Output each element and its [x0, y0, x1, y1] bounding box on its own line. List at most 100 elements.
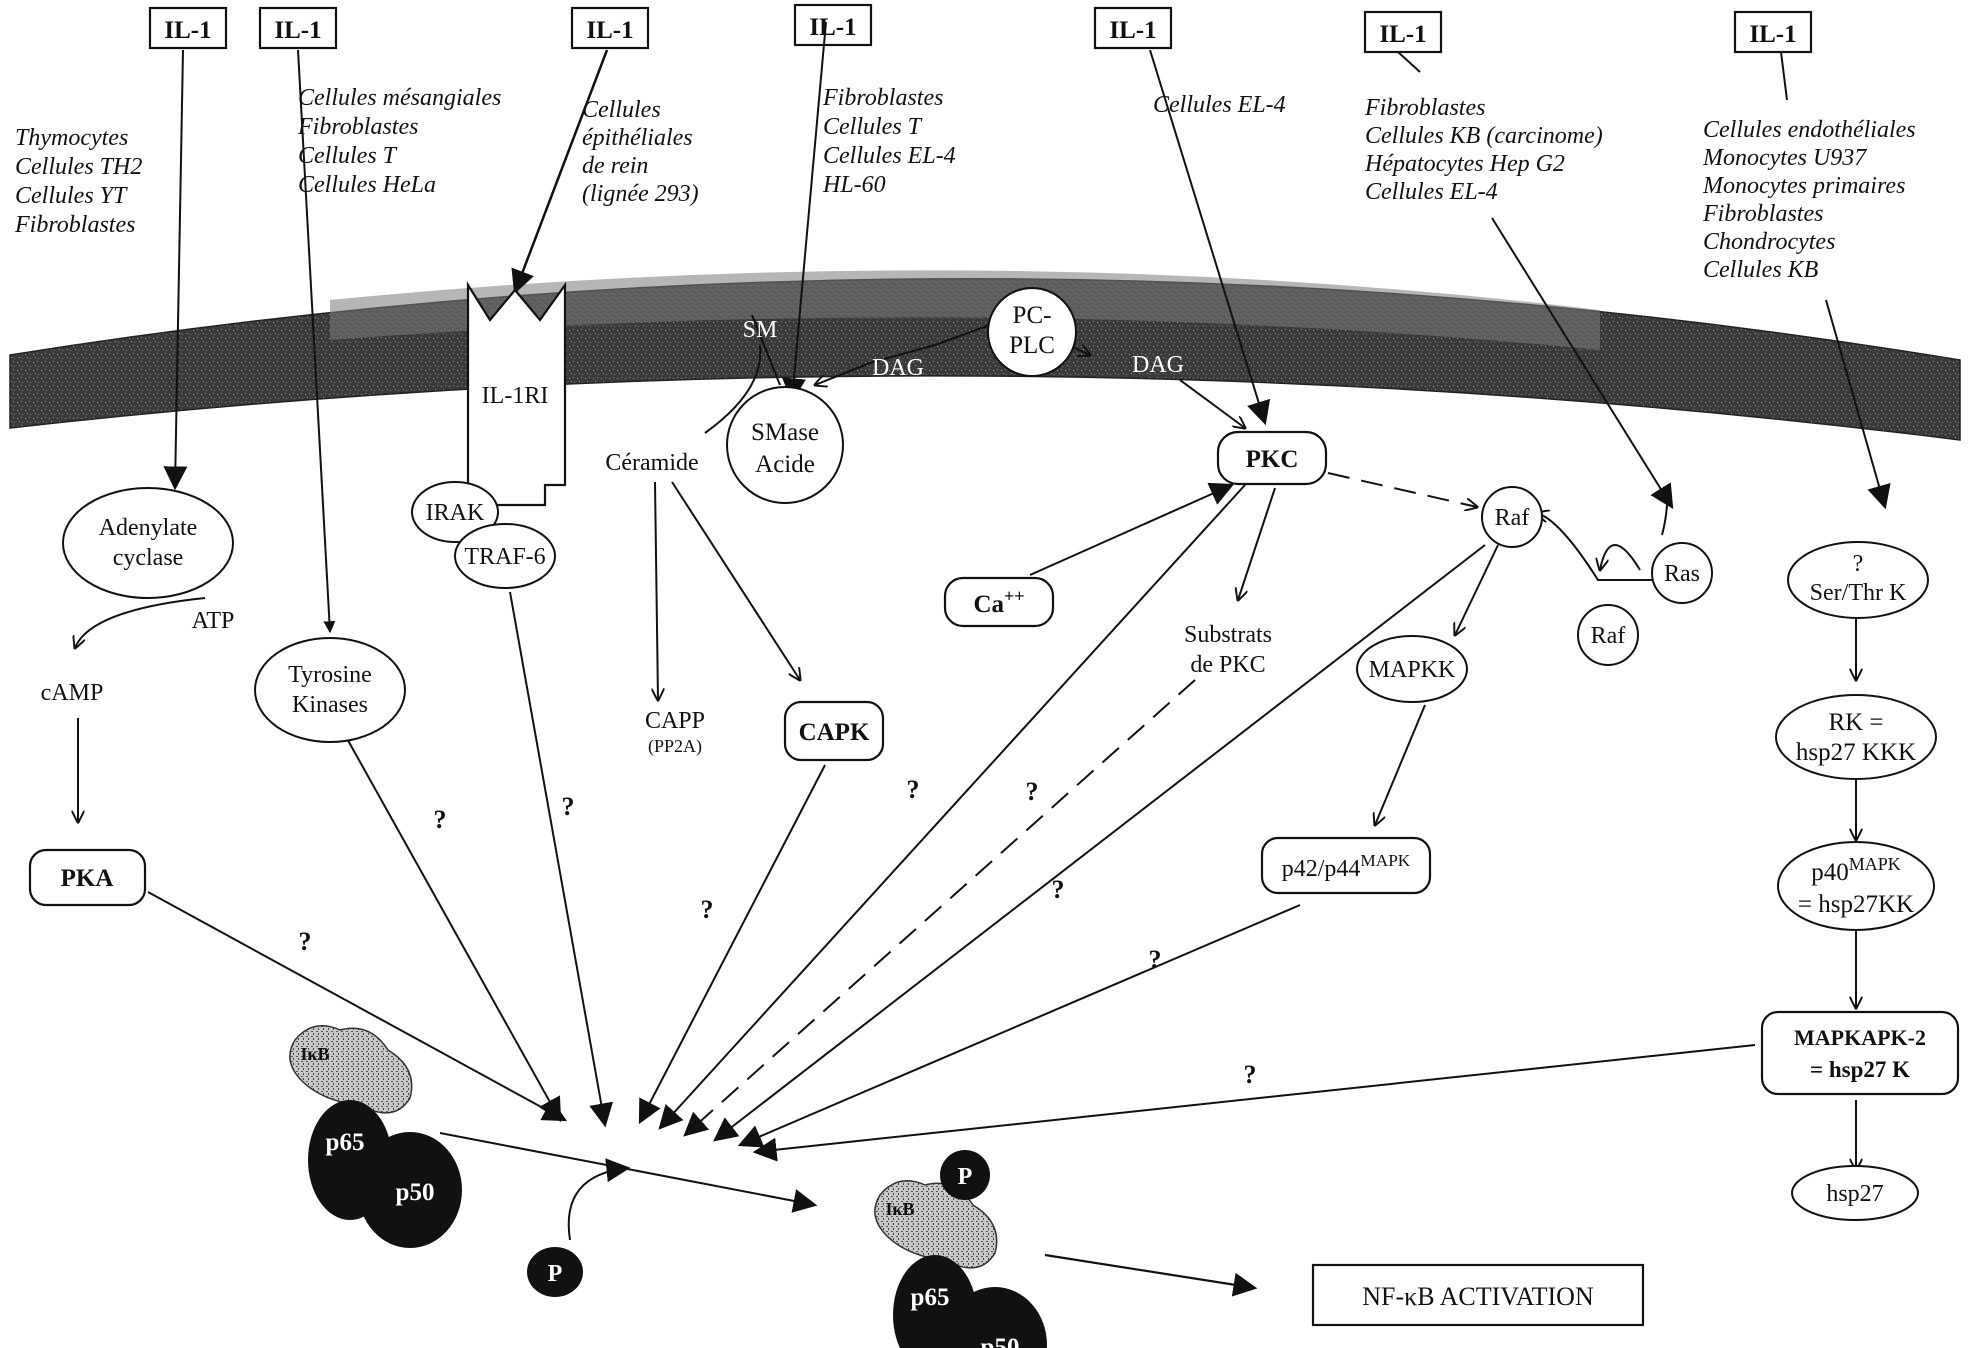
- pcplc-label-1: PLC: [1009, 332, 1055, 359]
- arrow-capk-target: [640, 765, 825, 1122]
- p65-label-1: p65: [326, 1129, 365, 1156]
- il1-label-1: IL-1: [164, 17, 211, 44]
- col7-cell-4: Chondrocytes: [1703, 229, 1835, 255]
- free-phosphate-label: P: [548, 1261, 563, 1287]
- arrow-ras-raf2: [1600, 545, 1640, 570]
- hsp27k-label: = hsp27 K: [1810, 1057, 1910, 1082]
- col6-cell-2: Hépatocytes Hep G2: [1364, 151, 1565, 177]
- question-mark-7: ?: [1052, 875, 1065, 904]
- p50-label-1: p50: [396, 1179, 435, 1206]
- il1-label-4: IL-1: [809, 14, 856, 41]
- tick-il1-col6: [1398, 52, 1420, 72]
- arrow-raf-mapkk: [1455, 545, 1498, 635]
- il1-label-6: IL-1: [1379, 21, 1426, 48]
- arrow-pkc-raf: [1328, 473, 1477, 507]
- capk-label: CAPK: [799, 719, 870, 746]
- col6-cell-1: Cellules KB (carcinome): [1365, 123, 1603, 149]
- pp2a-label: (PP2A): [648, 736, 702, 757]
- smase-label-0: SMase: [751, 419, 819, 446]
- question-mark-2: ?: [562, 792, 575, 821]
- col7-cell-1: Monocytes U937: [1702, 145, 1867, 171]
- adenylate-label-0: Adenylate: [99, 515, 198, 541]
- traf6-label: TRAF-6: [464, 544, 545, 570]
- arrow-to-activation: [1045, 1255, 1255, 1288]
- col1-cell-3: Fibroblastes: [14, 212, 135, 238]
- col2-cell-0: Cellules mésangiales: [298, 85, 501, 111]
- col2-cell-1: Fibroblastes: [297, 114, 418, 140]
- raf-label-2: Raf: [1591, 623, 1626, 649]
- question-mark-3: ?: [299, 927, 312, 956]
- col3-cell-2: de rein: [582, 153, 648, 179]
- dag-label-2: DAG: [1132, 352, 1184, 378]
- arrow-il1-adenylate: [175, 50, 183, 488]
- col5-cell-0: Cellules EL-4: [1153, 92, 1286, 118]
- tyrosine-label-0: Tyrosine: [288, 662, 372, 688]
- pkc-label: PKC: [1246, 446, 1299, 473]
- p65-label-2: p65: [911, 1284, 950, 1311]
- rk-ellipse: [1776, 695, 1936, 779]
- irak-label: IRAK: [426, 500, 485, 526]
- arrow-dag-pkc: [1180, 380, 1245, 428]
- phospho-p-label-2: P: [958, 1164, 973, 1190]
- tyrosine-label-1: Kinases: [292, 692, 368, 718]
- col6-cell-3: Cellules EL-4: [1365, 179, 1498, 205]
- question-mark-8: ?: [1149, 945, 1162, 974]
- col3-cell-1: épithéliales: [582, 125, 693, 151]
- capp-label: CAPP: [645, 708, 705, 734]
- serthr-label-0: ?: [1853, 551, 1864, 577]
- arrow-atp-camp: [75, 598, 205, 648]
- dag-label-1: DAG: [872, 355, 924, 381]
- serthr-label-1: Ser/Thr K: [1810, 580, 1907, 606]
- col4-cell-3: HL-60: [822, 172, 886, 198]
- arrow-ceramide-capp: [655, 482, 658, 700]
- camp-label: cAMP: [41, 680, 104, 706]
- smase-label-1: Acide: [755, 451, 815, 478]
- question-mark-4: ?: [701, 895, 714, 924]
- col7-cell-2: Monocytes primaires: [1702, 173, 1905, 199]
- arrow-ca-pkc: [1030, 485, 1232, 575]
- col4-cell-1: Cellules T: [823, 114, 923, 140]
- ras-label: Ras: [1664, 561, 1700, 587]
- p50-label-2: p50: [981, 1334, 1020, 1348]
- arrow-mapkk-p42: [1375, 705, 1425, 825]
- sm-label: SM: [743, 317, 778, 343]
- nfkb-activation-label: NF-κB ACTIVATION: [1362, 1282, 1594, 1311]
- arrow-substrats-target: [685, 680, 1195, 1135]
- il1-label-7: IL-1: [1749, 21, 1796, 48]
- il1-label-2: IL-1: [274, 17, 321, 44]
- arrow-traf6-target: [510, 592, 605, 1125]
- il1-ligand-boxes: IL-1 IL-1 IL-1 IL-1 IL-1 IL-1 IL-1: [150, 5, 1811, 52]
- col1-cell-1: Cellules TH2: [15, 154, 142, 180]
- col7-cell-3: Fibroblastes: [1702, 201, 1823, 227]
- atp-label: ATP: [192, 608, 235, 634]
- adenylate-cyclase-ellipse: [63, 488, 233, 598]
- il1-label-3: IL-1: [586, 17, 633, 44]
- col1-cell-0: Thymocytes: [15, 125, 128, 151]
- col2-cell-2: Cellules T: [298, 143, 398, 169]
- ikb-shape-1: [290, 1026, 412, 1113]
- p40-label-2: = hsp27KK: [1798, 891, 1914, 918]
- mapkapk2-label: MAPKAPK-2: [1794, 1025, 1926, 1050]
- question-mark-6: ?: [1026, 777, 1039, 806]
- rk-label-0: RK =: [1828, 709, 1883, 736]
- col2-cell-3: Cellules HeLa: [298, 172, 436, 198]
- question-marks: ?????????: [299, 775, 1257, 1089]
- ikb-label-1: IκB: [300, 1044, 329, 1064]
- col6-cell-0: Fibroblastes: [1364, 95, 1485, 121]
- arrow-ceramide-capk: [672, 482, 800, 680]
- il1-label-5: IL-1: [1109, 17, 1156, 44]
- adenylate-label-1: cyclase: [113, 545, 184, 571]
- substrats-label-1: de PKC: [1190, 652, 1265, 678]
- question-mark-1: ?: [434, 805, 447, 834]
- arrow-pkc-substrats: [1238, 488, 1275, 600]
- pka-label: PKA: [61, 865, 114, 892]
- raf-label-1: Raf: [1495, 505, 1530, 531]
- col7-cell-0: Cellules endothéliales: [1703, 117, 1916, 143]
- il1ri-label: IL-1RI: [482, 383, 549, 409]
- col7-cell-5: Cellules KB: [1703, 257, 1819, 283]
- rk-label-1: hsp27 KKK: [1796, 739, 1916, 766]
- question-mark-9: ?: [1244, 1060, 1257, 1089]
